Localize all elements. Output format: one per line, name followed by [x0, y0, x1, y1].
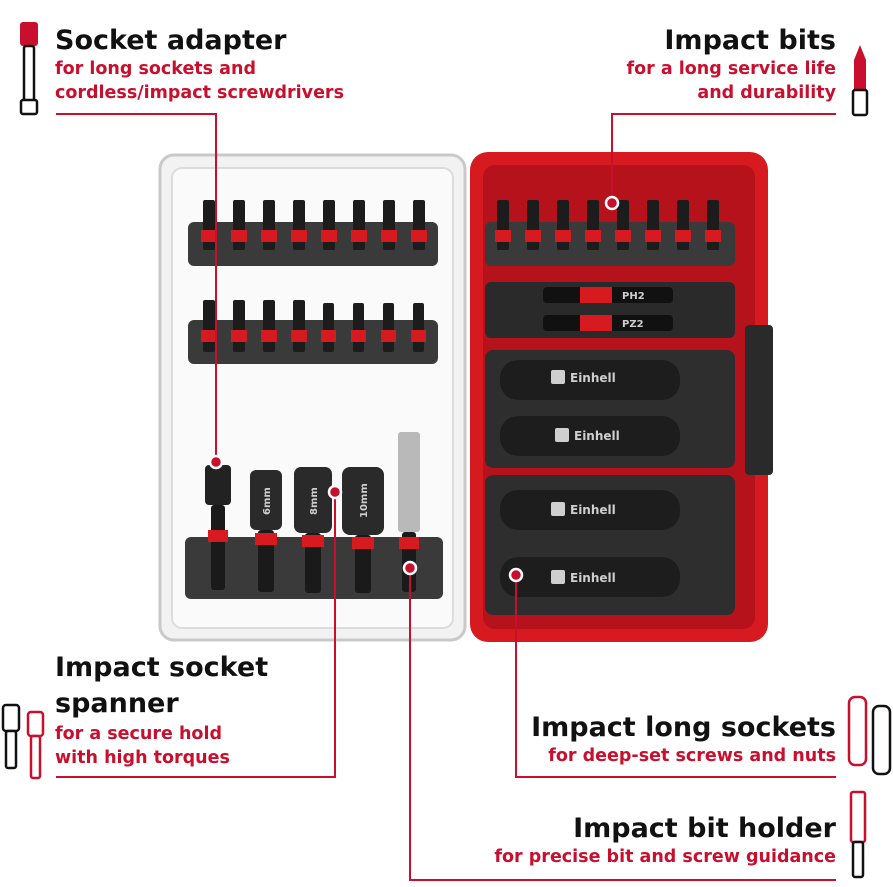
socket-adapter-subtitle-1: for long sockets and — [55, 59, 256, 79]
svg-text:Einhell: Einhell — [570, 503, 616, 517]
long-sockets: Einhell Einhell Einhell Einhell — [500, 360, 680, 597]
impact-bits-subtitle-2: and durability — [697, 83, 836, 103]
callout-socket-adapter: Socket adapter for long sockets and cord… — [55, 25, 344, 105]
socket-spanner-icon — [1, 703, 45, 780]
svg-text:Einhell: Einhell — [570, 571, 616, 585]
svg-text:PH2: PH2 — [622, 291, 645, 302]
bit-holder-icon — [849, 790, 867, 879]
svg-text:PZ2: PZ2 — [622, 319, 644, 330]
callout-impact-socket-spanner: Impact socket spanner for a secure hold … — [55, 650, 268, 770]
socket-tools-left — [205, 432, 420, 593]
svg-text:10mm: 10mm — [359, 483, 370, 518]
socket-spanner-subtitle-1: for a secure hold — [55, 724, 222, 744]
bit-holder-subtitle: for precise bit and screw guidance — [494, 847, 836, 867]
socket-spanner-subtitle-2: with high torques — [55, 748, 230, 768]
svg-text:8mm: 8mm — [309, 487, 320, 515]
svg-text:Einhell: Einhell — [570, 371, 616, 385]
leader-dots — [208, 195, 620, 583]
callout-impact-bits: Impact bits for a long service life and … — [627, 25, 837, 105]
callout-impact-bit-holder: Impact bit holder for precise bit and sc… — [494, 813, 836, 869]
socket-size-labels: 6mm 8mm 10mm — [262, 483, 370, 518]
long-sockets-title: Impact long sockets — [531, 712, 836, 743]
leader-lines — [56, 113, 836, 881]
socket-adapter-title: Socket adapter — [55, 25, 287, 56]
long-socket-icon — [847, 695, 892, 776]
socket-spanner-title-2: spanner — [55, 688, 179, 719]
bit-row-middle-left — [201, 300, 426, 352]
impact-bit-icon — [851, 45, 869, 117]
svg-text:Einhell: Einhell — [574, 429, 620, 443]
socket-spanner-title-1: Impact socket — [55, 652, 269, 683]
bit-row-top-left — [201, 200, 427, 250]
bit-holder-title: Impact bit holder — [573, 813, 836, 844]
impact-bits-subtitle-1: for a long service life — [626, 59, 837, 79]
callout-impact-long-sockets: Impact long sockets for deep-set screws … — [531, 712, 836, 768]
bit-row-top-right — [495, 200, 721, 250]
ph2-pz2-bits: PH2 PZ2 — [543, 287, 673, 331]
socket-adapter-subtitle-2: cordless/impact screwdrivers — [55, 83, 344, 103]
svg-text:6mm: 6mm — [262, 487, 273, 515]
long-sockets-subtitle: for deep-set screws and nuts — [548, 746, 836, 766]
impact-bits-title: Impact bits — [664, 25, 836, 56]
socket-adapter-icon — [19, 22, 39, 116]
